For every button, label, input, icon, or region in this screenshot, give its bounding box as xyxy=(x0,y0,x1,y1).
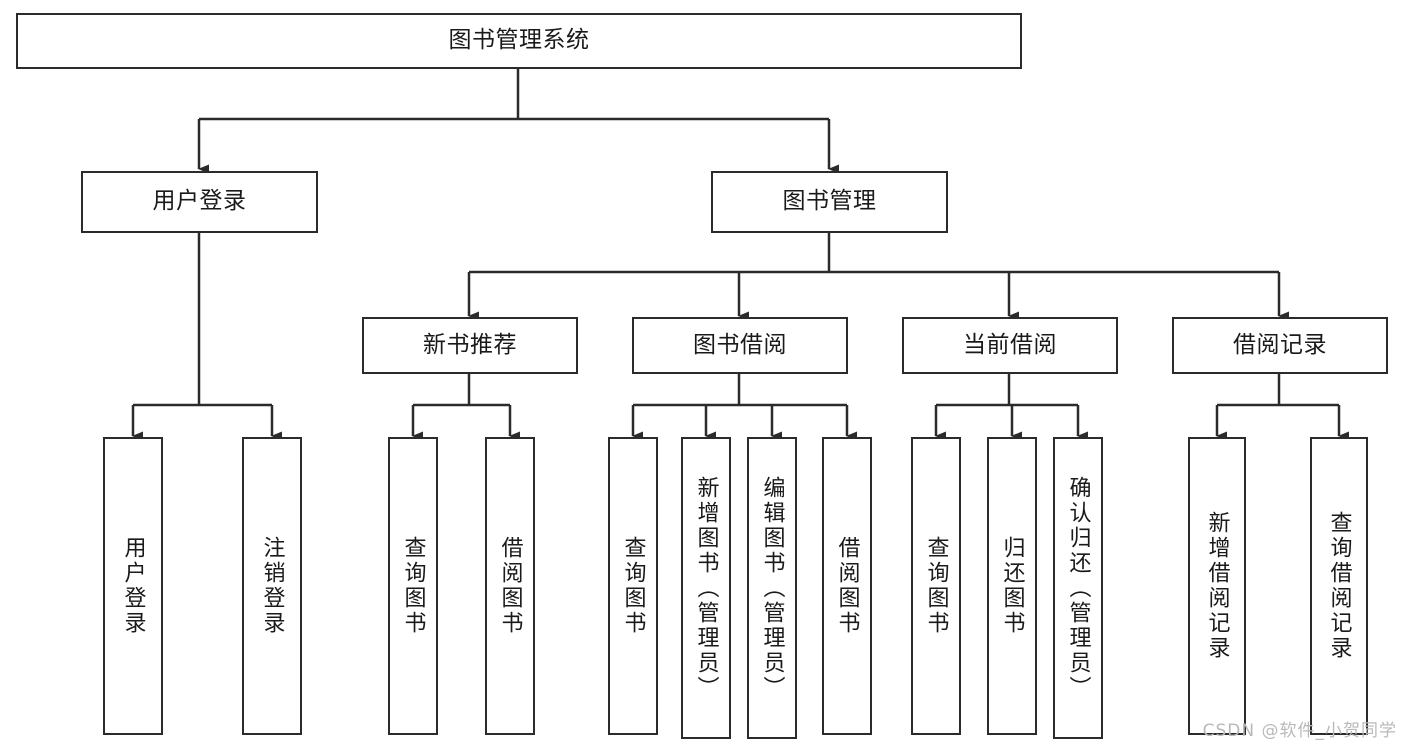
leaves-label: 归还图书 xyxy=(999,536,1025,636)
level3-label: 当前借阅 xyxy=(963,331,1057,358)
leaves-node[interactable]: 查询图书 xyxy=(911,437,961,735)
root-label: 图书管理系统 xyxy=(448,27,590,54)
level3-node[interactable]: 新书推荐 xyxy=(362,317,578,374)
leaves-label: 借阅图书 xyxy=(497,536,523,636)
root-node[interactable]: 图书管理系统 xyxy=(16,13,1022,69)
leaves-node[interactable]: 借阅图书 xyxy=(822,437,872,735)
leaves-label: 查询图书 xyxy=(620,536,646,636)
leaves-label: 借阅图书 xyxy=(834,536,860,636)
level3-node[interactable]: 图书借阅 xyxy=(632,317,848,374)
level3-node[interactable]: 借阅记录 xyxy=(1172,317,1388,374)
leaves-label: 注销登录 xyxy=(259,536,285,636)
leaves-node[interactable]: 用户登录 xyxy=(103,437,163,735)
level2-label: 用户登录 xyxy=(152,188,247,215)
level3-node[interactable]: 当前借阅 xyxy=(902,317,1118,374)
leaves-label: 新增借阅记录 xyxy=(1204,511,1230,661)
level2-label: 图书管理 xyxy=(782,188,877,215)
leaves-node[interactable]: 查询图书 xyxy=(608,437,658,735)
leaves-node[interactable]: 编辑图书（管理员） xyxy=(747,437,797,739)
leaves-label: 新增图书（管理员） xyxy=(693,475,719,701)
leaves-node[interactable]: 注销登录 xyxy=(242,437,302,735)
level3-label: 图书借阅 xyxy=(693,331,787,358)
leaves-node[interactable]: 确认归还（管理员） xyxy=(1053,437,1103,739)
leaves-node[interactable]: 新增图书（管理员） xyxy=(681,437,731,739)
leaves-label: 查询图书 xyxy=(400,536,426,636)
leaves-label: 查询图书 xyxy=(923,536,949,636)
level2-node[interactable]: 用户登录 xyxy=(81,171,318,233)
level3-label: 借阅记录 xyxy=(1233,331,1327,358)
leaves-label: 确认归还（管理员） xyxy=(1065,475,1091,701)
leaves-node[interactable]: 借阅图书 xyxy=(485,437,535,735)
leaves-label: 查询借阅记录 xyxy=(1326,511,1352,661)
level2-node[interactable]: 图书管理 xyxy=(711,171,948,233)
watermark-text: CSDN @软件_小贺同学 xyxy=(1202,721,1397,741)
leaves-node[interactable]: 新增借阅记录 xyxy=(1188,437,1246,735)
leaves-label: 编辑图书（管理员） xyxy=(759,475,785,701)
level3-label: 新书推荐 xyxy=(423,331,517,358)
leaves-node[interactable]: 查询图书 xyxy=(388,437,438,735)
leaves-label: 用户登录 xyxy=(120,536,146,636)
leaves-node[interactable]: 归还图书 xyxy=(987,437,1037,735)
leaves-node[interactable]: 查询借阅记录 xyxy=(1310,437,1368,735)
